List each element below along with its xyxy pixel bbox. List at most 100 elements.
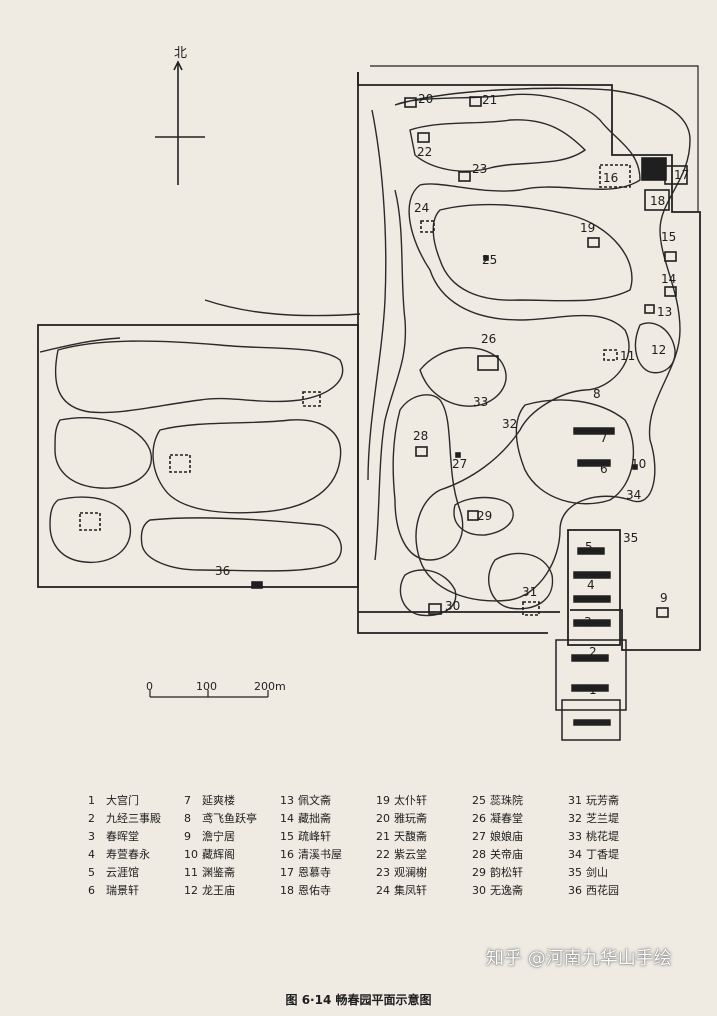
legend-item: 4 寿萱春永 xyxy=(88,846,184,862)
legend-number: 14 xyxy=(280,812,294,825)
site-numbers: 1 2 3 4 5 6 7 8 9 10 11 12 13 14 15 16 1… xyxy=(215,92,689,697)
legend-item: 7 延爽楼 xyxy=(184,792,280,808)
legend-label: 清溪书屋 xyxy=(298,848,342,861)
site-number: 21 xyxy=(482,93,497,107)
site-number: 33 xyxy=(473,395,488,409)
main-axis-buildings xyxy=(555,427,627,741)
site-number: 23 xyxy=(472,162,487,176)
west-garden-water xyxy=(39,299,361,572)
legend-number: 36 xyxy=(568,884,582,897)
legend-number: 28 xyxy=(472,848,486,861)
site-number: 16 xyxy=(603,171,618,185)
legend-label: 澹宁居 xyxy=(202,830,235,843)
legend-number: 6 xyxy=(88,884,95,897)
site-number: 18 xyxy=(650,194,665,208)
site-number: 25 xyxy=(482,253,497,267)
site-number: 3 xyxy=(584,615,592,629)
legend-label: 丁香堤 xyxy=(586,848,619,861)
legend-number: 9 xyxy=(184,830,191,843)
legend-number: 23 xyxy=(376,866,390,879)
legend-item: 32 芝兰堤 xyxy=(568,810,664,826)
legend-label: 关帝庙 xyxy=(490,848,523,861)
legend-label: 延爽楼 xyxy=(202,794,235,807)
legend-label: 藏辉阁 xyxy=(202,848,235,861)
water-and-islands xyxy=(367,87,691,617)
legend-item: 9 澹宁居 xyxy=(184,828,280,844)
site-number: 20 xyxy=(418,92,433,106)
site-number: 19 xyxy=(580,221,595,235)
legend-number: 32 xyxy=(568,812,582,825)
site-number: 36 xyxy=(215,564,230,578)
site-number: 14 xyxy=(661,272,676,286)
legend-label: 凝春堂 xyxy=(490,812,523,825)
legend-label: 剑山 xyxy=(586,866,608,879)
site-number: 13 xyxy=(657,305,672,319)
legend-label: 无逸斋 xyxy=(490,884,523,897)
legend-label: 恩佑寺 xyxy=(298,884,331,897)
legend-label: 蕊珠院 xyxy=(490,794,523,807)
site-number: 11 xyxy=(620,349,635,363)
legend-number: 34 xyxy=(568,848,582,861)
building-markers xyxy=(79,96,688,618)
site-number: 30 xyxy=(445,599,460,613)
legend-number: 2 xyxy=(88,812,95,825)
scale-label-0: 0 xyxy=(146,680,153,693)
site-number: 5 xyxy=(585,540,593,554)
legend-number: 29 xyxy=(472,866,486,879)
site-number: 4 xyxy=(587,578,595,592)
site-number: 9 xyxy=(660,591,668,605)
legend-number: 5 xyxy=(88,866,95,879)
legend-number: 21 xyxy=(376,830,390,843)
legend-number: 11 xyxy=(184,866,198,879)
site-number: 2 xyxy=(589,645,597,659)
legend-number: 18 xyxy=(280,884,294,897)
legend-number: 7 xyxy=(184,794,191,807)
legend-number: 33 xyxy=(568,830,582,843)
legend-number: 13 xyxy=(280,794,294,807)
legend-number: 31 xyxy=(568,794,582,807)
site-number: 7 xyxy=(600,431,608,445)
legend-label: 太仆轩 xyxy=(394,794,427,807)
legend-number: 4 xyxy=(88,848,95,861)
site-number: 22 xyxy=(417,145,432,159)
legend-label: 龙王庙 xyxy=(202,884,235,897)
legend-label: 寿萱春永 xyxy=(106,848,150,861)
legend-label: 玩芳斋 xyxy=(586,794,619,807)
legend-item: 18 恩佑寺 xyxy=(280,882,376,898)
site-number: 27 xyxy=(452,457,467,471)
legend-label: 藏拙斋 xyxy=(298,812,331,825)
site-number: 28 xyxy=(413,429,428,443)
legend-item: 31 玩芳斋 xyxy=(568,792,664,808)
legend-label: 大宫门 xyxy=(106,794,139,807)
garden-walls xyxy=(37,65,701,651)
site-number: 17 xyxy=(674,168,689,182)
legend-number: 26 xyxy=(472,812,486,825)
legend-label: 恩慕寺 xyxy=(298,866,331,879)
legend-number: 20 xyxy=(376,812,390,825)
legend-label: 天馥斋 xyxy=(394,830,427,843)
legend-item: 28 关帝庙 xyxy=(472,846,568,862)
legend-label: 芝兰堤 xyxy=(586,812,619,825)
site-number: 31 xyxy=(522,585,537,599)
site-number: 8 xyxy=(593,387,601,401)
legend-label: 娘娘庙 xyxy=(490,830,523,843)
north-label: 北 xyxy=(174,46,187,61)
legend-label: 九经三事殿 xyxy=(106,812,161,825)
site-number: 35 xyxy=(623,531,638,545)
